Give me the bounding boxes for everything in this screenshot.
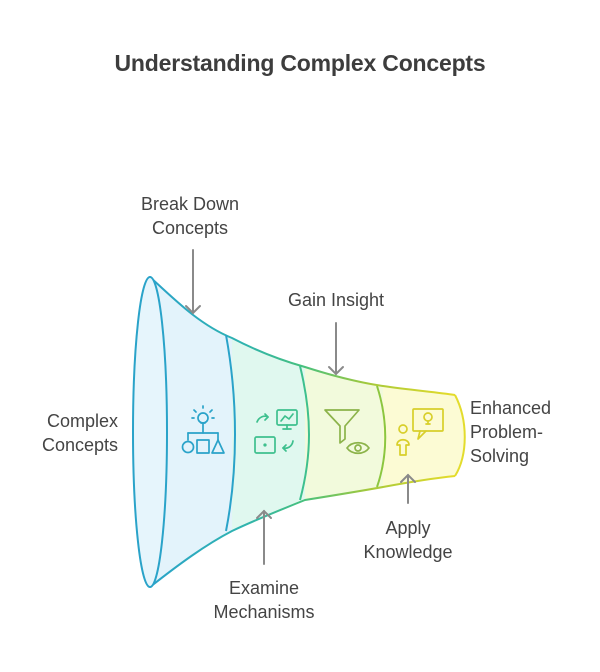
funnel-top-edge <box>149 276 456 396</box>
label-line: Examine <box>228 578 300 598</box>
funnel-eye-icon <box>324 409 370 455</box>
label-line: Enhanced <box>470 398 552 418</box>
monitor-cycle-icon <box>254 409 298 454</box>
label-break-down-concepts: Break Down Concepts <box>120 192 260 240</box>
diagram-title: Understanding Complex Concepts <box>114 50 486 76</box>
segment-break-down-concepts <box>150 277 232 587</box>
arrow-apply-knowledge <box>400 473 416 504</box>
arrow-examine-mechanisms <box>256 509 272 565</box>
segment-gain-insight <box>305 367 383 500</box>
segment-apply-knowledge <box>383 386 465 487</box>
label-line: Concepts <box>41 435 118 455</box>
label-line: Mechanisms <box>213 602 315 622</box>
divider-1 <box>225 334 236 532</box>
label-line: Solving <box>470 446 530 466</box>
funnel-bottom-edge <box>149 475 456 588</box>
label-line: Concepts <box>151 218 229 238</box>
arrow-gain-insight <box>328 322 344 376</box>
label-examine-mechanisms: Examine Mechanisms <box>190 576 338 624</box>
label-line: Complex <box>46 411 118 431</box>
funnel-end-cap <box>454 394 466 477</box>
divider-2 <box>299 365 310 501</box>
divider-3 <box>376 385 387 488</box>
lightbulb-hierarchy-shapes-icon <box>181 405 225 454</box>
label-line: Problem- <box>470 422 544 442</box>
arrow-break-down-concepts <box>185 249 201 315</box>
label-apply-knowledge: Apply Knowledge <box>348 516 468 564</box>
label-line: Gain Insight <box>287 290 385 310</box>
label-gain-insight: Gain Insight <box>266 288 406 312</box>
segment-examine-mechanisms <box>232 338 305 531</box>
label-line: Break Down <box>140 194 240 214</box>
label-complex-concepts: Complex Concepts <box>20 409 118 457</box>
label-line: Knowledge <box>363 542 453 562</box>
funnel-mouth <box>132 276 168 588</box>
label-enhanced-problem-solving: Enhanced Problem- Solving <box>470 396 580 468</box>
label-line: Apply <box>385 518 431 538</box>
person-idea-bubble-icon <box>396 408 444 456</box>
